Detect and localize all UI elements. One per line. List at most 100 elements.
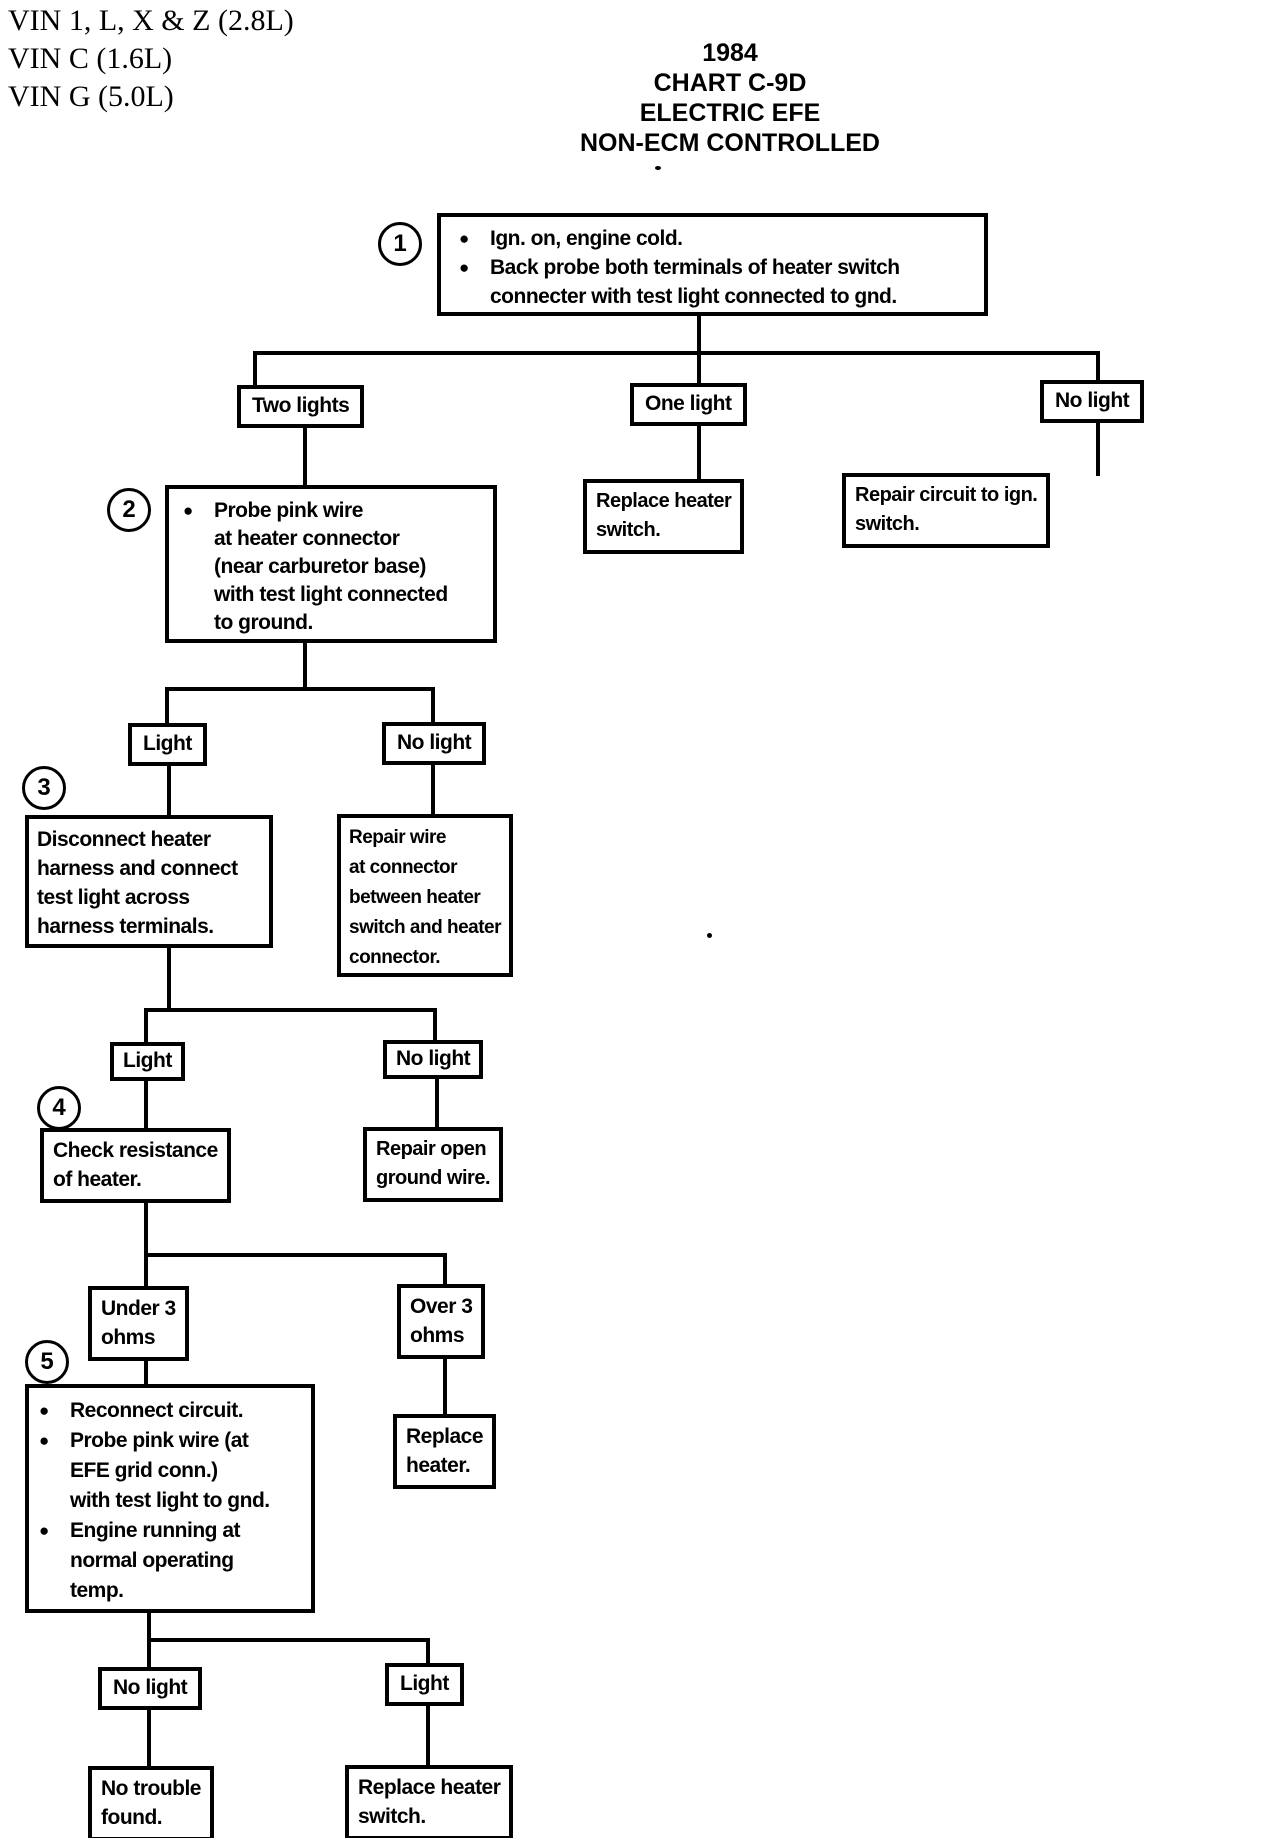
action-text: Repair open (376, 1138, 487, 1160)
action-replace-heater: Replace heater. (393, 1414, 497, 1489)
scan-speck (655, 166, 661, 170)
connector-line (144, 1347, 148, 1385)
action-text: Repair circuit to ign. (855, 484, 1038, 506)
step5-line: ● Engine running at (39, 1516, 307, 1546)
step-number: 1 (393, 230, 407, 257)
vin-applicability-list: VIN 1, L, X & Z (2.8L) VIN C (1.6L) VIN … (8, 2, 294, 116)
action-text: Replace (406, 1425, 484, 1448)
branch-label: No light (1055, 389, 1130, 412)
title-subtitle: NON-ECM CONTROLLED (580, 129, 880, 157)
step1-line: ● Back probe both terminals of heater swi… (459, 253, 976, 282)
step-number: 2 (122, 496, 136, 523)
vin-line: VIN C (1.6L) (8, 42, 173, 75)
connector-line (253, 351, 257, 387)
step5-text: temp. (70, 1579, 124, 1602)
action-no-trouble-found: No trouble found. (88, 1766, 214, 1838)
action-repair-open-ground: Repair open ground wire. (363, 1127, 503, 1202)
step1-text: connecter with test light connected to g… (490, 285, 897, 308)
branch-no-light: No light (382, 722, 487, 765)
step2-line: at heater connector (183, 525, 487, 553)
step2-text: (near carburetor base) (214, 555, 426, 578)
connector-line (426, 1702, 430, 1766)
step1-text: Back probe both terminals of heater swit… (490, 256, 900, 279)
chart-title: 1984 CHART C-9D ELECTRIC EFE NON-ECM CON… (520, 38, 940, 158)
connector-line (443, 1345, 447, 1415)
action-repair-wire: Repair wire at connector between heater … (337, 814, 513, 977)
step5-line: ● Reconnect circuit. (39, 1396, 307, 1426)
step-number-circle: 5 (25, 1340, 69, 1384)
bullet-icon: ● (459, 258, 469, 277)
branch-label: Two lights (252, 394, 350, 417)
step-number: 4 (52, 1094, 66, 1121)
step4-box: Check resistance of heater. (40, 1128, 231, 1203)
step3-line: test light across (37, 886, 190, 909)
connector-line (1096, 351, 1100, 382)
bullet-icon: ● (39, 1521, 49, 1540)
title-chart-id: CHART C-9D (653, 69, 807, 97)
branch-over-3-ohms: Over 3 ohms (397, 1284, 486, 1359)
bullet-icon: ● (39, 1401, 49, 1420)
step3-box: Disconnect heater harness and connect te… (25, 815, 273, 948)
step2-line: with test light connected (183, 581, 487, 609)
step5-line: ●Probe pink wire (at (39, 1426, 307, 1456)
vin-line: VIN G (5.0L) (8, 80, 174, 113)
step2-text: at heater connector (214, 527, 400, 550)
connector-line (167, 944, 171, 1012)
action-text: found. (101, 1806, 163, 1829)
connector-line (144, 1008, 437, 1012)
step-number-circle: 1 (378, 222, 422, 266)
connector-line (253, 351, 1100, 355)
step-number-circle: 2 (107, 488, 151, 532)
branch-no-light: No light (1040, 380, 1145, 423)
step5-line: temp. (39, 1576, 307, 1606)
branch-label: Light (123, 1049, 172, 1072)
step-number: 3 (37, 774, 51, 801)
action-text: switch. (358, 1805, 426, 1828)
step4-line: Check resistance (53, 1139, 218, 1162)
connector-line (144, 1190, 148, 1257)
step-number: 5 (40, 1348, 54, 1375)
branch-light: Light (385, 1663, 464, 1706)
connector-line (144, 1253, 148, 1287)
branch-no-light: No light (383, 1040, 484, 1079)
connector-line (697, 351, 701, 385)
step3-line: harness terminals. (37, 915, 214, 938)
connector-line (426, 1638, 430, 1664)
vin-line: VIN 1, L, X & Z (2.8L) (8, 4, 294, 37)
connector-line (144, 1253, 447, 1257)
action-text: ground wire. (376, 1167, 491, 1189)
branch-no-light: No light (98, 1667, 203, 1710)
title-year: 1984 (702, 39, 758, 67)
connector-line (433, 1008, 437, 1043)
branch-label: No light (396, 1047, 471, 1070)
connector-line (431, 756, 435, 816)
action-text: between heater (349, 887, 481, 908)
branch-label: No light (397, 731, 472, 754)
step5-text: Reconnect circuit. (70, 1399, 244, 1422)
step5-text: Engine running at (70, 1519, 241, 1542)
step5-text: with test light to gnd. (70, 1489, 270, 1512)
action-text: at connector (349, 857, 458, 878)
step2-text: with test light connected (214, 583, 448, 606)
step2-line: to ground. (183, 609, 487, 637)
step5-line: normal operating (39, 1546, 307, 1576)
branch-label: Light (400, 1672, 449, 1695)
action-text: Replace heater (358, 1776, 501, 1799)
action-repair-ign-circuit: Repair circuit to ign. switch. (842, 473, 1051, 548)
branch-under-3-ohms: Under 3 ohms (88, 1286, 189, 1361)
connector-line (144, 1008, 148, 1044)
action-text: switch. (855, 513, 920, 535)
action-replace-heater-switch: Replace heater switch. (583, 479, 745, 554)
step1-line: connecter with test light connected to g… (459, 282, 976, 311)
step2-text: to ground. (214, 611, 313, 634)
connector-line (697, 314, 701, 353)
branch-label: ohms (101, 1326, 156, 1349)
step2-line: (near carburetor base) (183, 553, 487, 581)
connector-line (443, 1253, 447, 1285)
connector-line (1096, 421, 1100, 476)
step2-text: Probe pink wire (214, 499, 363, 522)
action-text: Repair wire (349, 827, 446, 848)
step5-text: Probe pink wire (at (70, 1429, 249, 1452)
branch-label: ohms (410, 1324, 465, 1347)
